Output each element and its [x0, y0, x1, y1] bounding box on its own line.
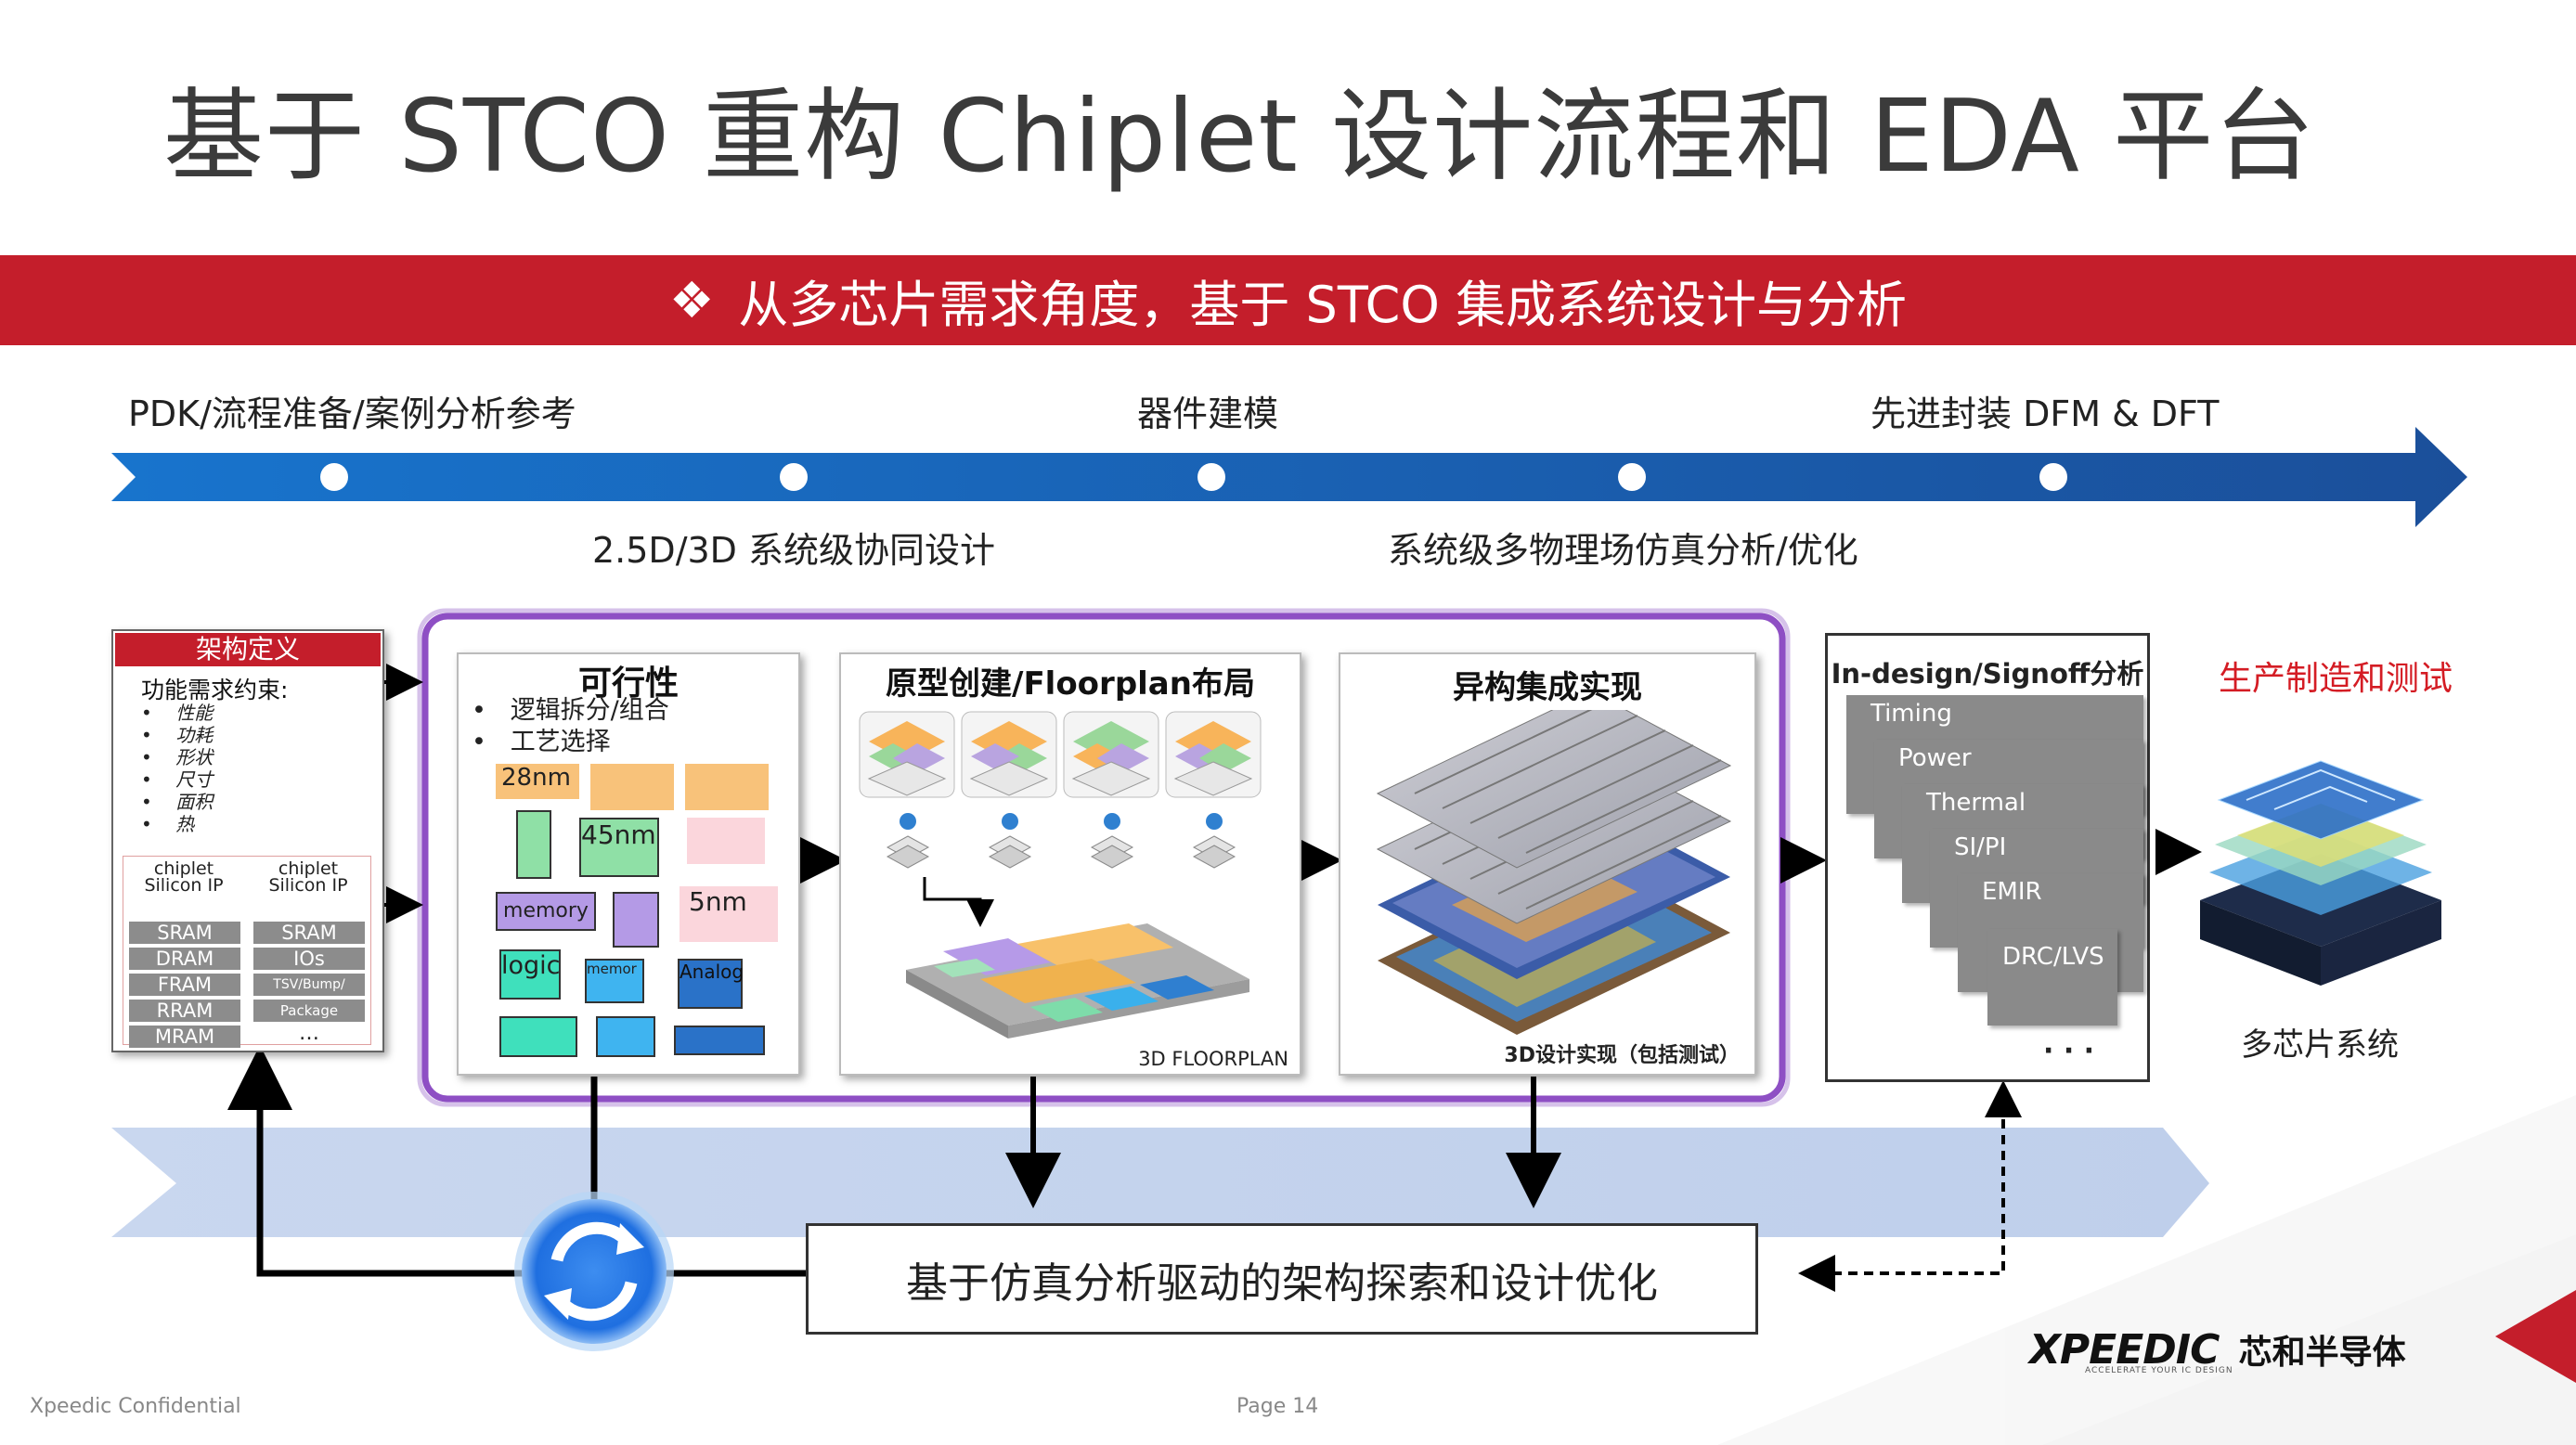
sync-icon [514, 1192, 674, 1351]
ip-left-cell: MRAM [129, 1026, 240, 1048]
chip-orange-block [590, 764, 674, 810]
ip-right-cell: IOs [253, 948, 365, 970]
floorplan-stacks [886, 813, 1236, 869]
chip-cyan-block [596, 1016, 655, 1057]
chip-28nm: 28nm [496, 764, 579, 799]
ip-right-cell: SRAM [253, 922, 365, 944]
ip-left-cell: DRAM [129, 948, 240, 970]
req-item: • 性能 [141, 702, 214, 724]
timeline-arrow [111, 427, 2467, 527]
logo-cn: 芯和半导体 [2238, 1334, 2406, 1372]
floorplan-caption: 3D FLOORPLAN [1138, 1048, 1288, 1070]
chip-teal-block [499, 1016, 577, 1057]
timeline-label-dfm-dft: 先进封装 DFM & DFT [1871, 394, 2220, 434]
page-title: 基于 STCO 重构 Chiplet 设计流程和 EDA 平台 [163, 79, 2316, 195]
optimize-box: 基于仿真分析驱动的架构探索和设计优化 [806, 1223, 1758, 1335]
chip-45nm: 45nm [579, 818, 659, 877]
req-title: 功能需求约束: [141, 677, 289, 703]
footer-page-number: Page 14 [1236, 1395, 1319, 1418]
manufacture-title: 生产制造和测试 [2219, 660, 2453, 698]
ip-right-more: … [299, 1022, 319, 1045]
logo-brand: XPEEDIC [2029, 1326, 2220, 1374]
floorplan-illustration [859, 711, 1262, 1039]
hetero-3d-stack-illustration [1376, 710, 1732, 1035]
signoff-item-drclvs: DRC/LVS [1987, 929, 2117, 1026]
ip-left-cell: SRAM [129, 922, 240, 944]
feasibility-bullets: • 逻辑拆分/组合 • 工艺选择 [472, 695, 669, 758]
ip-table: chiplet Silicon IP chiplet Silicon IP SR… [123, 856, 371, 1048]
arch-definition-box: 架构定义 功能需求约束: • 性能 • 功耗 • 形状 • 尺寸 • 面积 • … [111, 629, 384, 1052]
feasibility-box: 可行性 • 逻辑拆分/组合 • 工艺选择 28nm 45nm memory 5n… [457, 652, 800, 1076]
feasibility-bullet: • 逻辑拆分/组合 [472, 696, 669, 725]
ip-left-cell: RRAM [129, 1000, 240, 1022]
req-list: • 性能 • 功耗 • 形状 • 尺寸 • 面积 • 热 [141, 702, 213, 835]
feasibility-title: 可行性 [577, 664, 679, 703]
signoff-more: · · · [2043, 1035, 2095, 1067]
banner: ❖ 从多芯片需求角度，基于 STCO 集成系统设计与分析 [0, 255, 2576, 345]
feasibility-bullet: • 工艺选择 [472, 728, 611, 756]
hetero-title: 异构集成实现 [1453, 669, 1642, 706]
banner-text: 从多芯片需求角度，基于 STCO 集成系统设计与分析 [738, 276, 1908, 334]
floorplan-title: 原型创建/Floorplan布局 [886, 665, 1255, 703]
signoff-title: In-design/Signoff分析 [1831, 658, 2144, 690]
chip-analog: Analog [678, 959, 744, 1009]
background-band [111, 1128, 2209, 1237]
manufacture-caption: 多芯片系统 [2241, 1026, 2399, 1064]
timeline-label-multiphysics: 系统级多物理场仿真分析/优化 [1388, 530, 1858, 571]
timeline-label-codesign: 2.5D/3D 系统级协同设计 [592, 530, 996, 571]
xpeedic-logo: XPEEDIC 芯和半导体 ACCELERATE YOUR IC DESIGN [2029, 1325, 2406, 1375]
ip-left-cell: FRAM [129, 974, 240, 996]
multichip-system-illustration [2200, 760, 2441, 986]
chip-blue-block [674, 1026, 765, 1055]
background-chip-pattern [1717, 1095, 2576, 1445]
chip-memory: memory [496, 892, 596, 931]
chip-pink-block [687, 818, 765, 864]
logo-red-arrow-icon [2495, 1290, 2576, 1383]
hetero-caption: 3D设计实现（包括测试） [1504, 1044, 1740, 1067]
diamond-bullet-icon: ❖ [668, 271, 715, 329]
floorplan-box: 原型创建/Floorplan布局 [839, 652, 1301, 1076]
ip-left-header: chiplet Silicon IP [144, 858, 224, 896]
timeline-label-pdk: PDK/流程准备/案例分析参考 [128, 394, 576, 434]
footer-confidential: Xpeedic Confidential [30, 1395, 241, 1418]
ip-right-cell: Package [253, 1000, 365, 1022]
req-item: • 面积 [141, 791, 214, 813]
req-item: • 热 [141, 813, 195, 835]
chip-logic: logic [499, 949, 561, 1000]
chip-green-block [516, 810, 551, 879]
floorplan-option-cards [859, 711, 1262, 798]
ip-right-header: chiplet Silicon IP [268, 858, 348, 896]
chip-memor: memor [585, 959, 644, 1003]
chip-purple-block [613, 892, 659, 948]
timeline-label-device-model: 器件建模 [1137, 394, 1279, 434]
req-item: • 功耗 [141, 724, 214, 746]
chip-orange-block [685, 764, 769, 810]
arch-header: 架构定义 [115, 633, 381, 666]
signoff-box: In-design/Signoff分析 Timing Power Thermal… [1825, 633, 2150, 1082]
req-item: • 尺寸 [141, 768, 214, 791]
ip-right-cell: TSV/Bump/ [253, 974, 365, 996]
timeline-dots [320, 463, 2067, 491]
chip-5nm: 5nm [680, 886, 778, 942]
stack-layer [1376, 710, 1732, 869]
optimize-text: 基于仿真分析驱动的架构探索和设计优化 [905, 1258, 1658, 1308]
logo-tagline: ACCELERATE YOUR IC DESIGN [2085, 1366, 2233, 1375]
hetero-box: 异构集成实现 3D设计实现（包括测试） [1339, 652, 1756, 1076]
floorplan-3d-package [906, 923, 1249, 1039]
req-item: • 形状 [141, 746, 214, 768]
